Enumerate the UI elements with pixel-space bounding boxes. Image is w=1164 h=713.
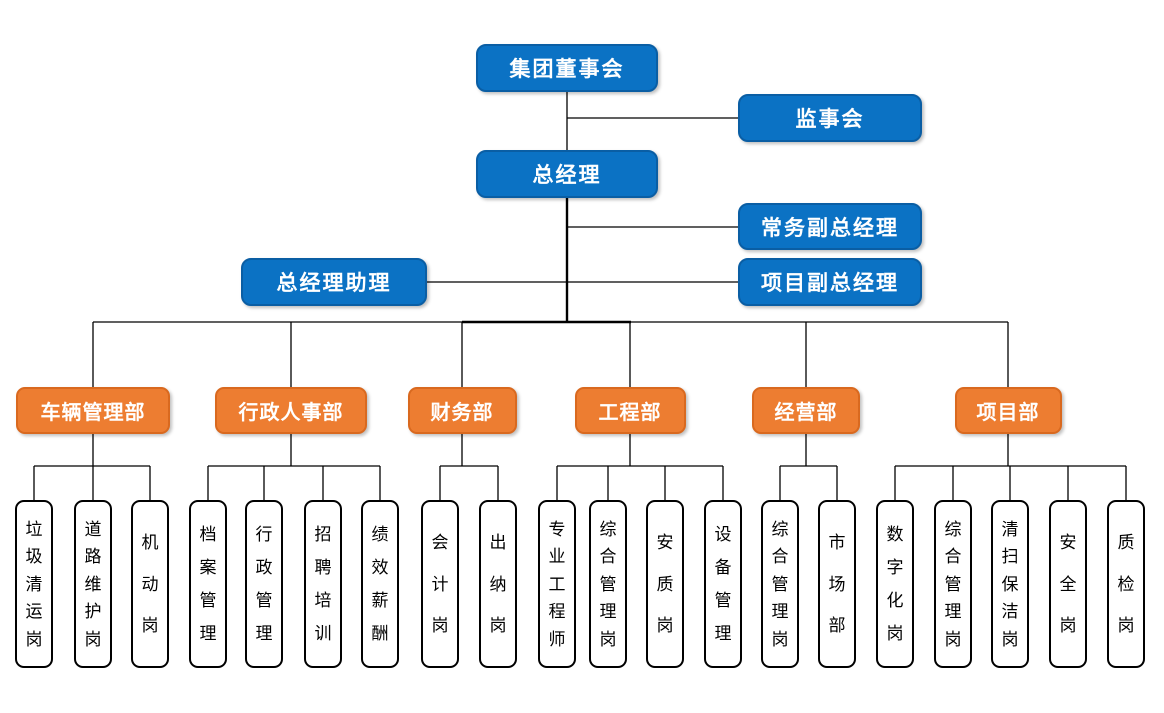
position-box: 综合管理岗 [934,500,972,668]
position-box: 质检岗 [1107,500,1145,668]
position-box: 综合管理岗 [761,500,799,668]
node-project-deputy-gm: 项目副总经理 [738,258,922,306]
position-box: 市场部 [818,500,856,668]
node-supervisory-board: 监事会 [738,94,922,142]
position-box: 档案管理 [189,500,227,668]
department-label: 行政人事部 [238,402,344,424]
position-box: 数字化岗 [876,500,914,668]
position-box: 机动岗 [131,500,169,668]
position-box: 出纳岗 [479,500,517,668]
node-executive-deputy-gm: 常务副总经理 [738,203,922,250]
node-supervisory-board-label: 监事会 [795,108,865,131]
node-general-manager: 总经理 [476,150,658,198]
node-general-manager-label: 总经理 [532,164,602,187]
position-box: 专业工程师 [538,500,576,668]
position-box: 绩效薪酬 [361,500,399,668]
position-box: 垃圾清运岗 [15,500,53,668]
department-box: 行政人事部 [215,387,367,434]
node-group-board: 集团董事会 [476,44,658,92]
position-box: 设备管理 [704,500,742,668]
department-label: 工程部 [598,402,662,424]
position-box: 清扫保洁岗 [991,500,1029,668]
node-executive-deputy-gm-label: 常务副总经理 [761,216,899,240]
node-gm-assistant-label: 总经理助理 [276,272,392,295]
department-box: 车辆管理部 [16,387,170,434]
department-box: 财务部 [407,387,517,434]
node-group-board-label: 集团董事会 [509,58,625,81]
node-gm-assistant: 总经理助理 [241,258,427,306]
department-label: 经营部 [774,402,838,424]
node-project-deputy-gm-label: 项目副总经理 [761,272,899,295]
position-box: 道路维护岗 [74,500,112,668]
department-label: 车辆管理部 [40,402,146,424]
position-box: 会计岗 [421,500,459,668]
department-label: 财务部 [430,402,494,424]
department-label: 项目部 [976,402,1040,424]
department-box: 项目部 [954,387,1062,434]
position-box: 安全岗 [1049,500,1087,668]
department-box: 工程部 [574,387,686,434]
position-box: 综合管理岗 [589,500,627,668]
position-box: 行政管理 [245,500,283,668]
position-box: 安质岗 [646,500,684,668]
position-box: 招聘培训 [304,500,342,668]
department-box: 经营部 [752,387,860,434]
